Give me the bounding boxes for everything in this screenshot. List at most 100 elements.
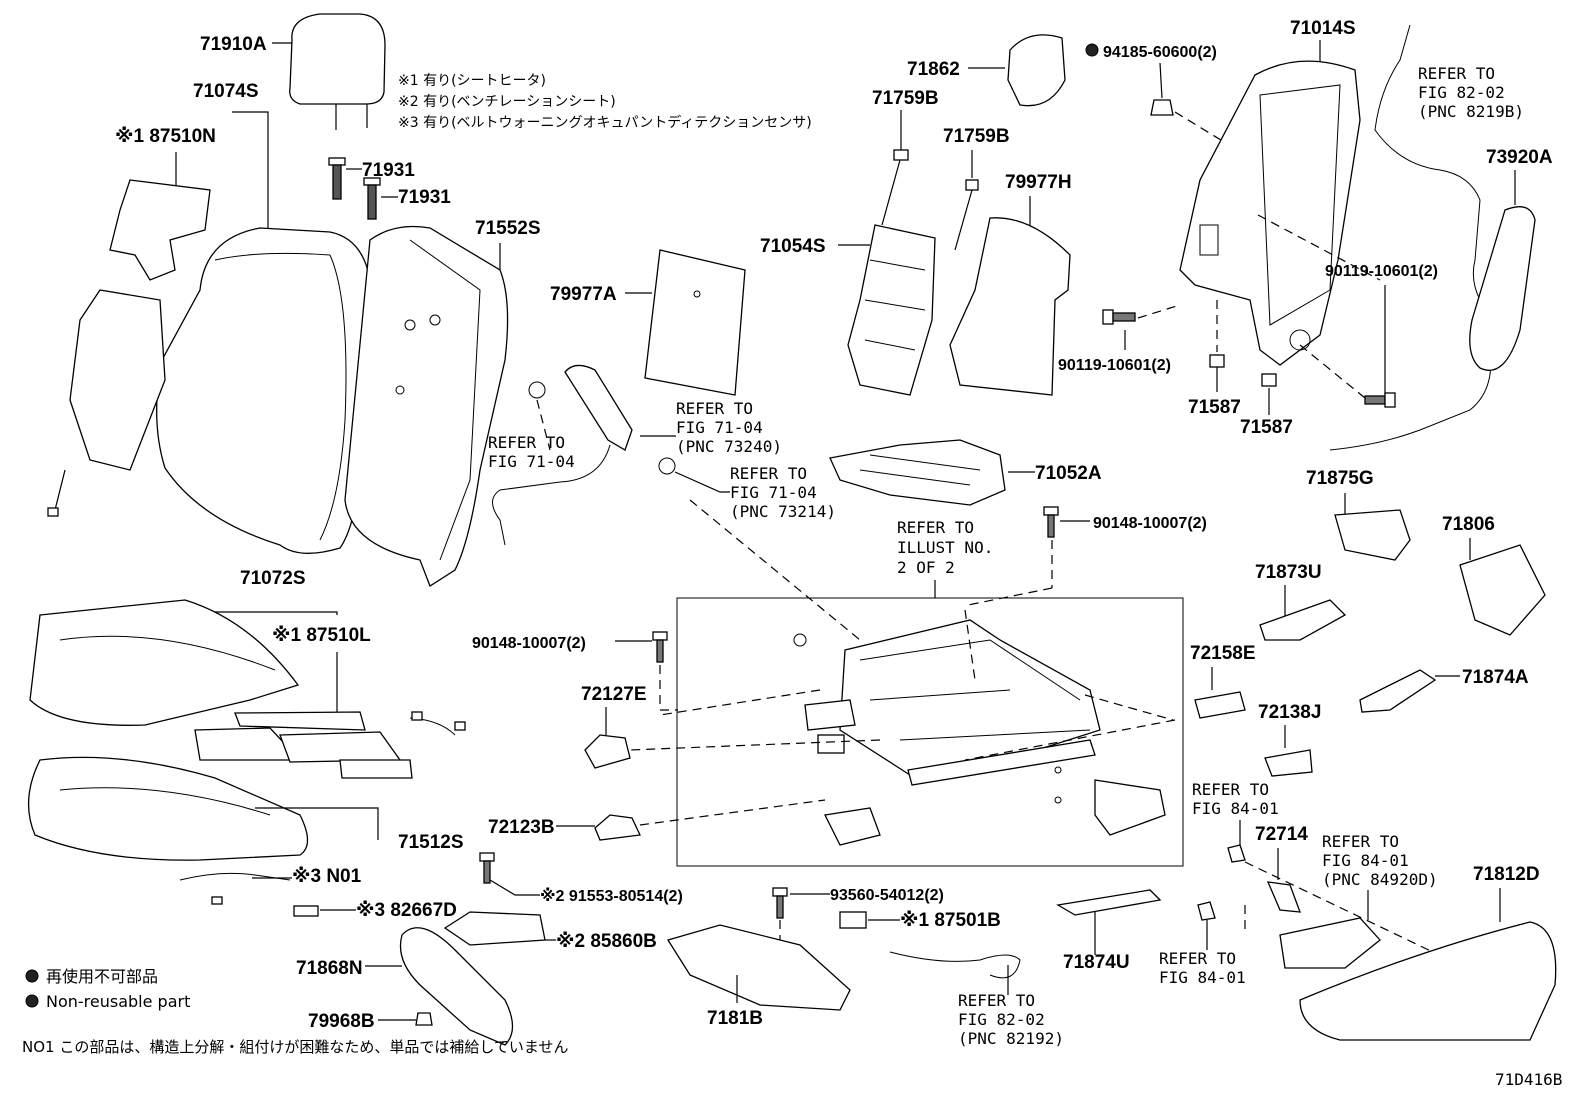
ref-82192-2[interactable]: FIG 82-02 [958, 1010, 1045, 1029]
label-72138J[interactable]: 72138J [1258, 702, 1321, 723]
ref-84-01-a-1[interactable]: REFER TO [1192, 780, 1269, 799]
label-71806[interactable]: 71806 [1442, 514, 1495, 535]
cover-72158E-drawing [1194, 691, 1246, 719]
label-87510N[interactable]: ※1 87510N [115, 126, 216, 147]
label-85860B[interactable]: ※2 85860B [556, 931, 657, 952]
ref-fig71-04-a-2[interactable]: FIG 71-04 [488, 452, 575, 471]
ref-pnc73214-3[interactable]: (PNC 73214) [730, 502, 836, 521]
label-71587-a[interactable]: 71587 [1188, 397, 1241, 418]
label-72123B[interactable]: 72123B [488, 817, 555, 838]
bolt-71931-drawing [328, 157, 381, 220]
ref-illust-3[interactable]: 2 OF 2 [897, 558, 955, 577]
legend-marker-jp [25, 969, 39, 983]
label-7181B[interactable]: 7181B [707, 1008, 763, 1029]
label-71759B-b[interactable]: 71759B [943, 126, 1010, 147]
label-71862[interactable]: 71862 [907, 59, 960, 80]
label-N01[interactable]: ※3 N01 [292, 866, 362, 887]
label-71054S[interactable]: 71054S [760, 236, 826, 257]
label-73920A[interactable]: 73920A [1486, 147, 1553, 168]
ref-84-01-a-2[interactable]: FIG 84-01 [1192, 799, 1279, 818]
label-71072S[interactable]: 71072S [240, 568, 306, 589]
harness-8219B-drawing [1329, 24, 1492, 451]
label-71074S[interactable]: 71074S [193, 81, 259, 102]
label-71587-b[interactable]: 71587 [1240, 417, 1293, 438]
label-82667D[interactable]: ※3 82667D [356, 900, 457, 921]
cover-71873U-drawing [1259, 599, 1347, 641]
cover-71868N-drawing [399, 927, 514, 1046]
ref-pnc73214-1[interactable]: REFER TO [730, 464, 807, 483]
label-71014S[interactable]: 71014S [1290, 18, 1356, 39]
ref-illust-2[interactable]: ILLUST NO. [897, 538, 993, 557]
ref-84920D-1[interactable]: REFER TO [1322, 832, 1399, 851]
label-79968B[interactable]: 79968B [308, 1011, 375, 1032]
label-72158E[interactable]: 72158E [1190, 643, 1256, 664]
ref-8219B-1[interactable]: REFER TO [1418, 64, 1495, 83]
ref-pnc73240-2[interactable]: FIG 71-04 [676, 418, 763, 437]
label-71868N[interactable]: 71868N [296, 958, 363, 979]
label-71874A[interactable]: 71874A [1462, 667, 1529, 688]
label-91553[interactable]: ※2 91553-80514(2) [540, 887, 683, 905]
seatback-cover-drawing [156, 227, 373, 554]
ref-84920D-2[interactable]: FIG 84-01 [1322, 851, 1409, 870]
label-71873U[interactable]: 71873U [1255, 562, 1322, 583]
label-71910A[interactable]: 71910A [200, 34, 267, 55]
label-71812D[interactable]: 71812D [1473, 864, 1540, 885]
nut-94185-drawing [1150, 99, 1174, 116]
ref-pnc73240-3[interactable]: (PNC 73240) [676, 437, 782, 456]
label-79977H[interactable]: 79977H [1005, 172, 1072, 193]
cover-72138J-drawing [1264, 749, 1313, 777]
ref-8219B-3[interactable]: (PNC 8219B) [1418, 102, 1524, 121]
bolt-90119-b-drawing [1364, 392, 1396, 408]
cover-71875G-drawing [1334, 509, 1411, 561]
label-71052A[interactable]: 71052A [1035, 463, 1102, 484]
ref-pnc73240-1[interactable]: REFER TO [676, 399, 753, 418]
ref-84-01-b-2[interactable]: FIG 84-01 [1159, 968, 1246, 987]
frame-7181B-drawing [666, 924, 851, 1011]
label-72714[interactable]: 72714 [1255, 824, 1308, 845]
heater-mat-back-drawing [47, 179, 211, 517]
ref-82192-1[interactable]: REFER TO [958, 991, 1035, 1010]
note-2: ※2 有り(ベンチレーションシート) [398, 94, 616, 110]
seat-frame-71052A-drawing [829, 439, 1006, 506]
pad-79977A-drawing [644, 249, 746, 396]
ref-fig71-04-a-1[interactable]: REFER TO [488, 433, 565, 452]
label-71552S[interactable]: 71552S [475, 218, 541, 239]
label-71759B-a[interactable]: 71759B [872, 88, 939, 109]
cover-72714-drawing [1266, 881, 1301, 913]
label-90148-b[interactable]: 90148-10007(2) [472, 635, 586, 652]
label-90148-a[interactable]: 90148-10007(2) [1093, 515, 1207, 532]
nonreusable-marker [1085, 43, 1099, 57]
label-71874U[interactable]: 71874U [1063, 952, 1130, 973]
label-90119-b[interactable]: 90119-10601(2) [1325, 263, 1438, 280]
label-71931-b[interactable]: 71931 [398, 187, 451, 208]
ref-84920D-3[interactable]: (PNC 84920D) [1322, 870, 1438, 889]
cushion-cover-drawing [29, 599, 300, 726]
ref-8219B-2[interactable]: FIG 82-02 [1418, 83, 1505, 102]
label-71875G[interactable]: 71875G [1306, 468, 1374, 489]
pad-79977H-drawing [949, 217, 1071, 396]
diagram-id: 71D416B [1495, 1070, 1562, 1089]
clip-71587-b-drawing [1261, 373, 1277, 387]
label-94185[interactable]: 94185-60600(2) [1103, 44, 1217, 61]
bolt-90119-a-drawing [1102, 309, 1136, 325]
cushion-pad-drawing [27, 756, 309, 861]
label-90119-a[interactable]: 90119-10601(2) [1058, 357, 1171, 374]
legend-marker-en [25, 994, 39, 1008]
note-3: ※3 有り(ベルトウォーニングオキュパントディテクションセンサ) [398, 114, 812, 131]
label-87510L[interactable]: ※1 87510L [272, 625, 371, 646]
seat-track-assembly-drawing [793, 619, 1166, 846]
side-shield-71812D-drawing [1299, 921, 1557, 1041]
label-71512S[interactable]: 71512S [398, 832, 464, 853]
label-93560[interactable]: 93560-54012(2) [830, 887, 944, 904]
switch-84920D-drawing [1279, 917, 1381, 969]
ref-84-01-b-1[interactable]: REFER TO [1159, 949, 1236, 968]
ref-illust-1[interactable]: REFER TO [897, 518, 974, 537]
ref-pnc73214-2[interactable]: FIG 71-04 [730, 483, 817, 502]
label-79977A[interactable]: 79977A [550, 284, 617, 305]
label-71931-a[interactable]: 71931 [362, 160, 415, 181]
label-87501B[interactable]: ※1 87501B [900, 910, 1001, 931]
label-72127E[interactable]: 72127E [581, 684, 647, 705]
legend-no1: NO1 この部品は、構造上分解・組付けが困難なため、単品では補給していません [22, 1038, 568, 1056]
ref-82192-3[interactable]: (PNC 82192) [958, 1029, 1064, 1048]
